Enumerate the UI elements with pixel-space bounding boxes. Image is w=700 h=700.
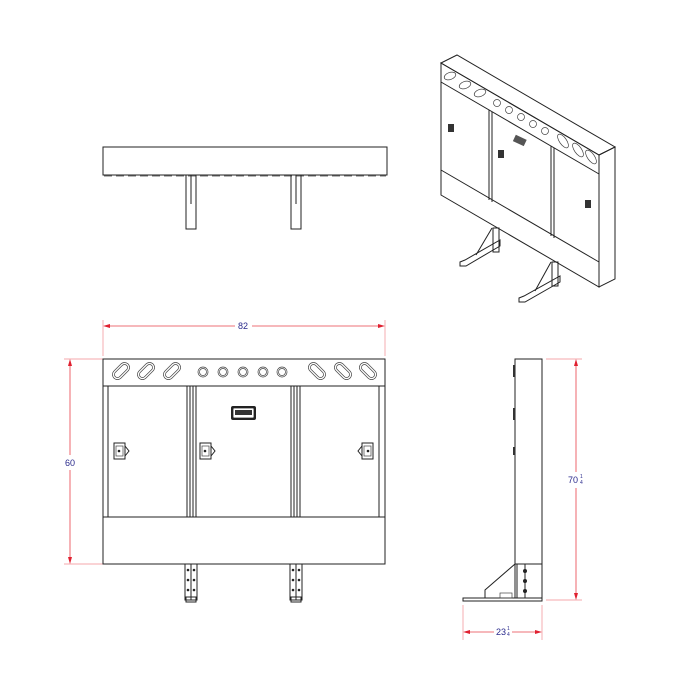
dim-frac-den: 4 (507, 632, 510, 638)
dim-whole: 70 (568, 475, 578, 485)
top-view (102, 146, 388, 230)
latch-icon (199, 442, 216, 460)
door-right (299, 385, 380, 518)
dim-frac-num: 1 (507, 626, 510, 632)
logo-badge-icon (512, 134, 527, 147)
door-left (107, 385, 188, 518)
latch-icon (357, 442, 374, 460)
door-center (195, 385, 292, 518)
leg-bracket (459, 227, 561, 303)
depth-dimension-label: 23 1 4 (496, 626, 510, 638)
latch-icon (585, 200, 591, 208)
dim-frac-den: 4 (580, 480, 583, 486)
front-view: 82 60 (64, 320, 386, 603)
latch-icon (498, 150, 504, 158)
side-height-dimension-label: 70 1 4 (568, 474, 583, 486)
latch-icon (448, 124, 454, 132)
dim-frac-num: 1 (580, 474, 583, 480)
height-dimension-label: 60 (65, 458, 75, 468)
latch-icon (113, 442, 130, 460)
logo-badge-icon (231, 406, 256, 420)
side-view: 70 1 4 23 1 4 (462, 358, 583, 640)
dim-whole: 23 (496, 627, 506, 637)
leg-bracket (184, 563, 198, 603)
leg-bracket (289, 563, 303, 603)
width-dimension-label: 82 (238, 321, 248, 331)
isometric-view (439, 54, 617, 303)
